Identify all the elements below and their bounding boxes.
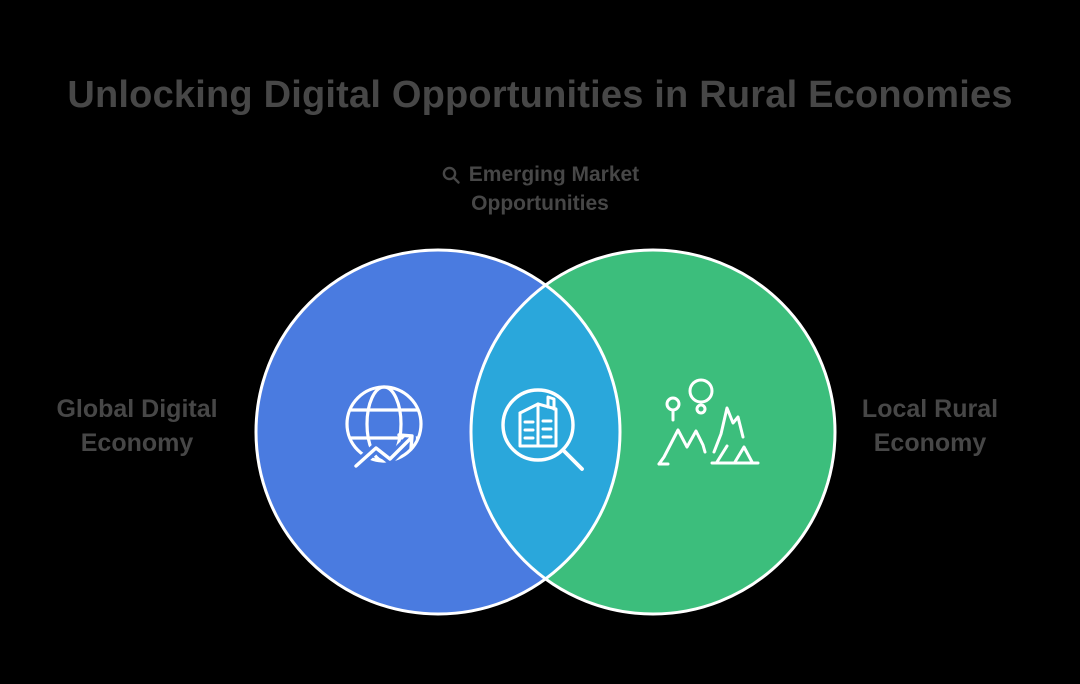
globe-growth-icon	[345, 385, 423, 471]
page-title: Unlocking Digital Opportunities in Rural…	[67, 74, 1013, 116]
intersection-label-line2: Opportunities	[471, 192, 609, 215]
right-set-label-line1: Local Rural	[861, 395, 999, 423]
intersection-label-line1-row: Emerging Market	[441, 161, 639, 189]
left-set-label-line1: Global Digital	[56, 395, 218, 423]
magnifier-building-icon	[501, 388, 584, 471]
right-set-label: Local Rural Economy	[815, 392, 1045, 460]
left-set-label: Global Digital Economy	[22, 392, 252, 460]
left-circle-outline	[254, 248, 622, 616]
intersection-label: Emerging Market Opportunities	[0, 161, 1080, 218]
right-circle-outline	[469, 248, 837, 616]
right-set-label-line2: Economy	[873, 429, 987, 457]
map-pins-mountains-icon	[657, 378, 760, 466]
intersection-label-line1: Emerging Market	[468, 163, 640, 186]
magnifier-icon	[441, 165, 461, 185]
overlap-lens	[471, 250, 620, 614]
left-set-label-line2: Economy	[80, 429, 194, 457]
